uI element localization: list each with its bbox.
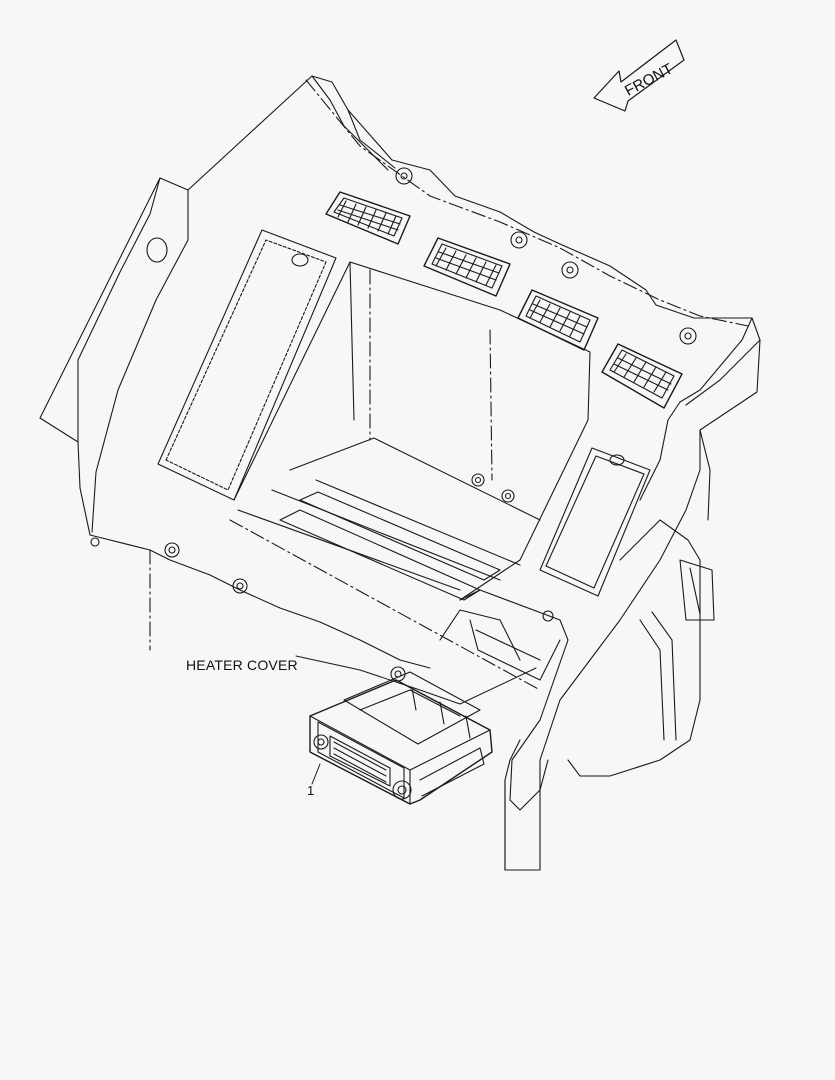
heater-cover-label: HEATER COVER: [186, 657, 298, 673]
air-vent-2: [423, 237, 511, 297]
part-number-callout: 1: [307, 783, 315, 798]
left-cutout: [157, 229, 337, 501]
front-arrow-text: FRONT: [622, 60, 676, 99]
fastener-group: [164, 167, 697, 682]
callout-leader-line: [311, 763, 321, 785]
front-arrow-icon: FRONT: [593, 39, 685, 112]
radio-unit: [309, 671, 493, 805]
air-vent-3: [517, 289, 599, 351]
hidden-edge-lines: [149, 79, 749, 691]
air-vent-1: [325, 191, 411, 245]
console-bracket: [439, 519, 715, 871]
air-vent-4: [601, 343, 683, 409]
heater-leader-line: [295, 655, 537, 705]
dash-panel: [39, 75, 761, 871]
right-cutout: [539, 447, 651, 597]
